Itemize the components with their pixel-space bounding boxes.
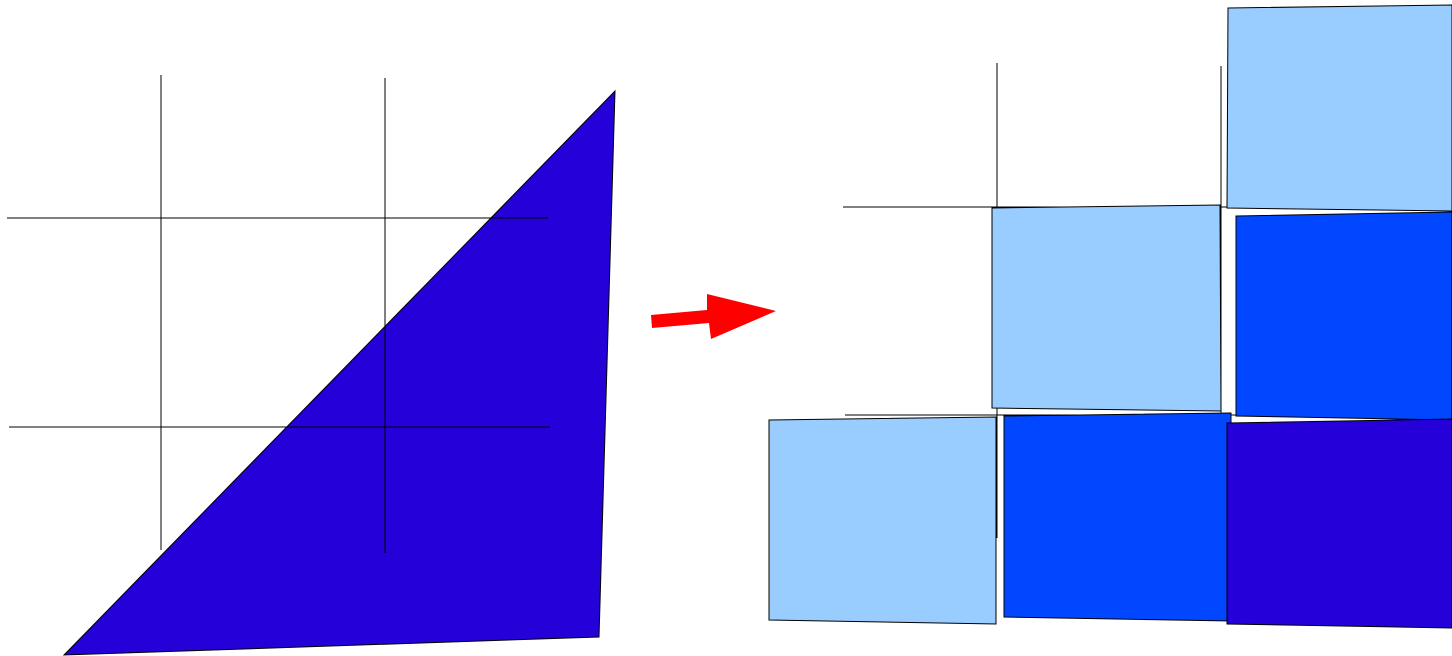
tile-top-right: [1226, 4, 1452, 212]
tile-middle-center: [991, 204, 1222, 412]
right-panel: [768, 4, 1452, 629]
tile-bottom-center: [1003, 412, 1232, 622]
tile-bottom-left: [768, 416, 997, 625]
transform-arrow: [651, 294, 776, 339]
left-panel: [7, 75, 616, 656]
left-grid-overlay-lines: [286, 217, 550, 553]
triangle-shape: [62, 89, 616, 656]
tile-bottom-right: [1226, 418, 1452, 629]
tile-middle-right: [1235, 211, 1452, 421]
